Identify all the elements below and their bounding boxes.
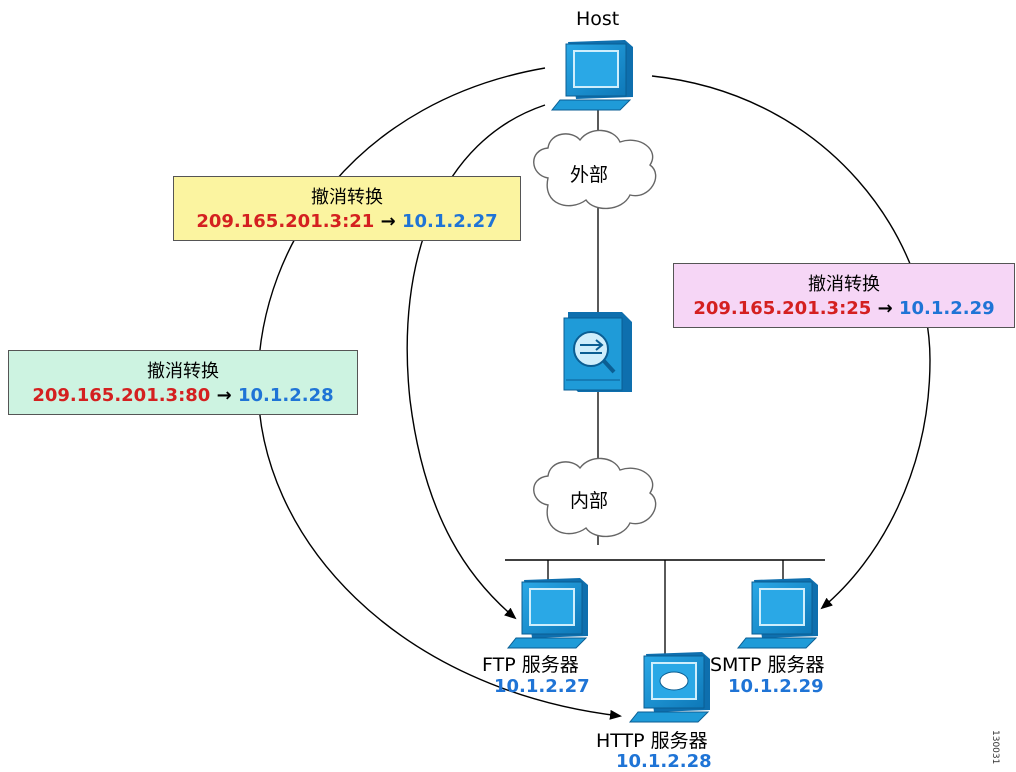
arrow-glyph: → (216, 385, 232, 406)
smtp-server-name: SMTP 服务器 (710, 654, 825, 676)
source-address: 209.165.201.3:80 (32, 385, 211, 406)
arrow-glyph: → (877, 298, 893, 319)
host-computer-icon (550, 40, 633, 111)
untranslate-title: 撤消转换 (808, 274, 880, 295)
figure-code: 130031 (990, 730, 1000, 765)
ftp-server-icon (506, 578, 588, 649)
untranslate-title: 撤消转换 (311, 187, 383, 208)
host-label: Host (576, 8, 620, 30)
source-address: 209.165.201.3:21 (196, 211, 375, 232)
inside-cloud-label: 内部 (570, 490, 609, 512)
http-server-icon (628, 652, 710, 723)
arrow-glyph: → (380, 211, 396, 232)
http-server-name: HTTP 服务器 (596, 730, 708, 752)
untranslate-box-ftp: 撤消转换 209.165.201.3:21 → 10.1.2.27 (173, 176, 521, 241)
inside-cloud-icon (533, 457, 657, 538)
smtp-server-icon (736, 578, 818, 649)
untranslate-title: 撤消转换 (147, 361, 219, 382)
outside-cloud-icon (533, 129, 657, 210)
ftp-server-name: FTP 服务器 (482, 654, 579, 676)
firewall-icon (563, 312, 632, 392)
ftp-server-ip: 10.1.2.27 (494, 676, 590, 697)
dest-address: 10.1.2.27 (402, 211, 498, 232)
smtp-server-ip: 10.1.2.29 (728, 676, 824, 697)
dest-address: 10.1.2.28 (238, 385, 334, 406)
flow-curve-ftp (406, 104, 546, 620)
http-server-ip: 10.1.2.28 (616, 751, 712, 772)
untranslate-box-smtp: 撤消转换 209.165.201.3:25 → 10.1.2.29 (673, 263, 1015, 328)
dest-address: 10.1.2.29 (899, 298, 995, 319)
outside-cloud-label: 外部 (570, 164, 609, 186)
untranslate-box-http: 撤消转换 209.165.201.3:80 → 10.1.2.28 (8, 350, 358, 415)
source-address: 209.165.201.3:25 (693, 298, 872, 319)
flow-curve-smtp (651, 75, 931, 610)
